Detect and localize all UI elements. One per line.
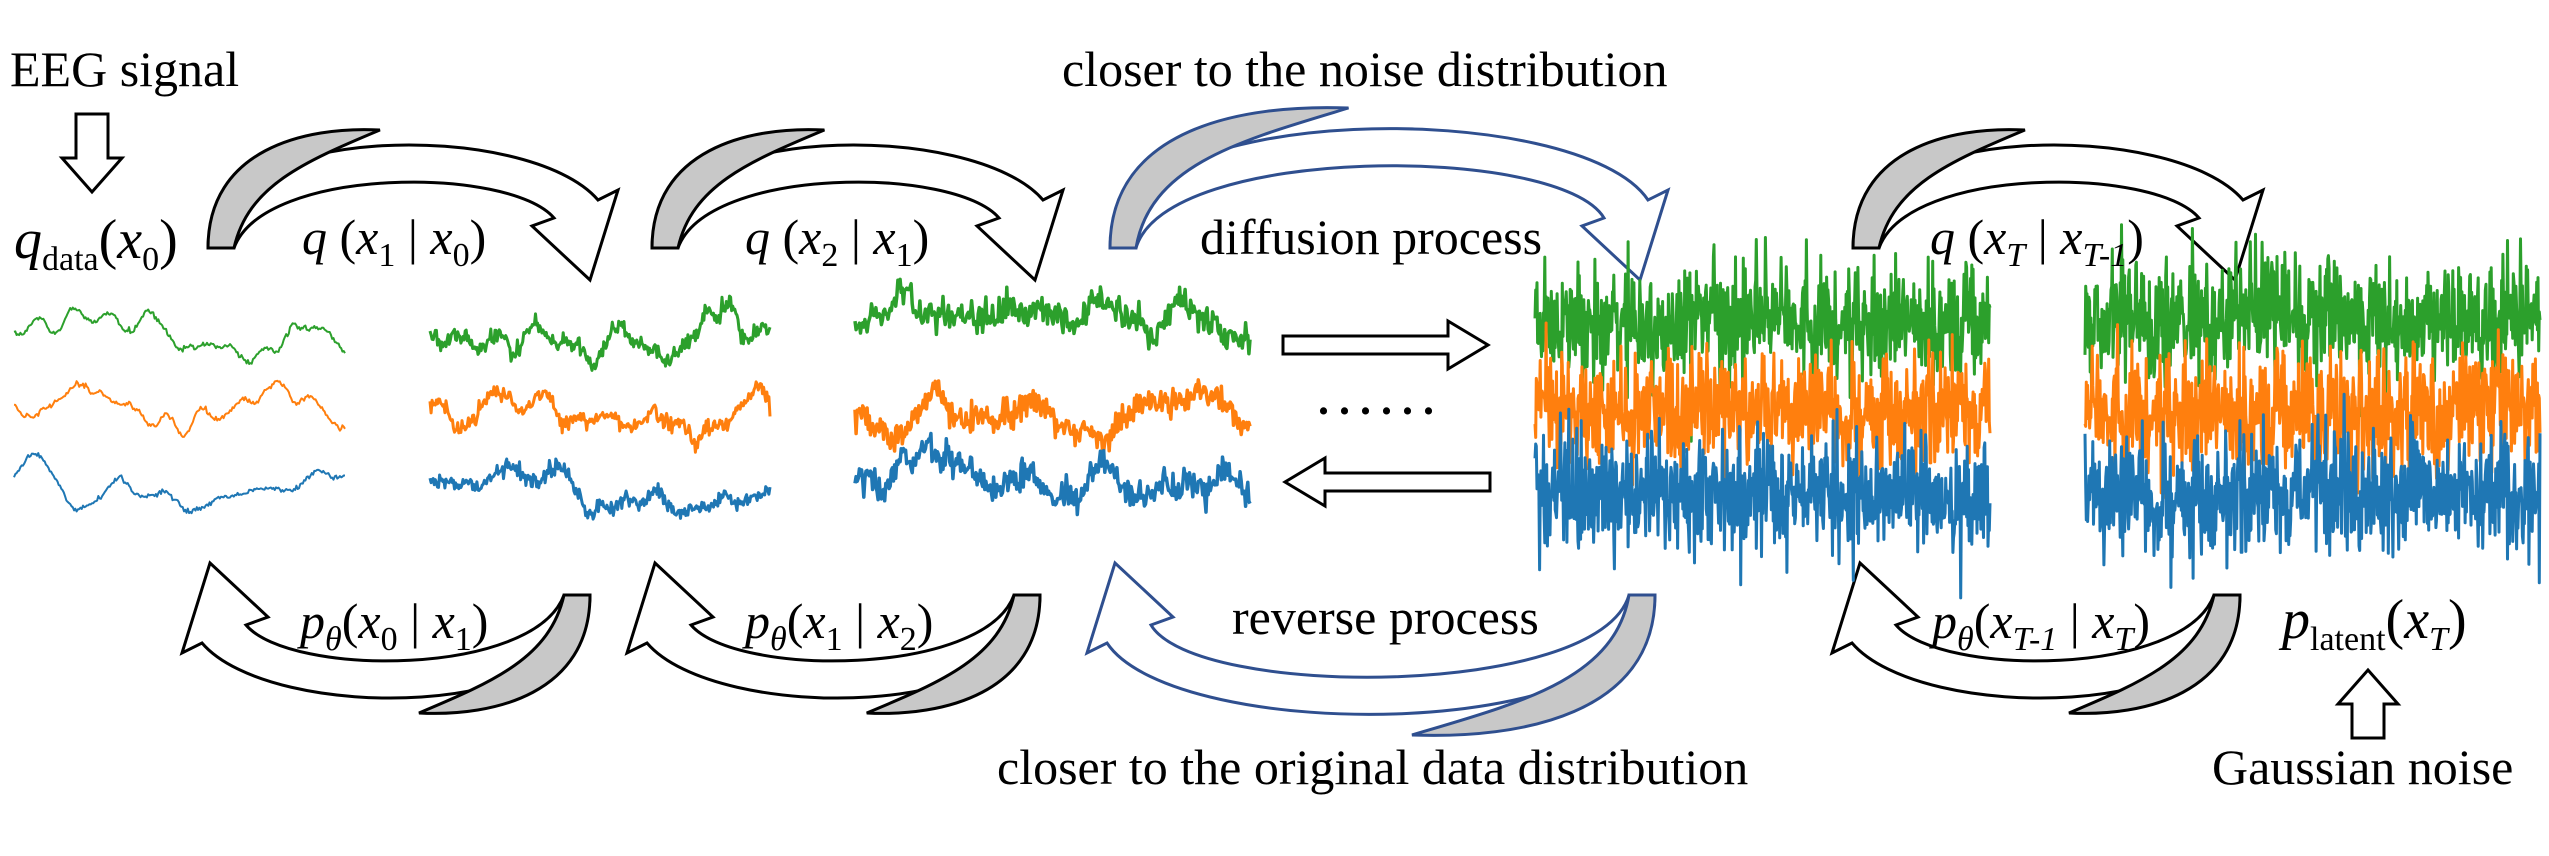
arc-pT-shade [2068,593,2242,715]
trace-panel-x1-series-1 [428,294,772,372]
arc-q2-shade [650,128,825,250]
forward-arrow [1281,318,1491,372]
q-x2-given-x1: q (x2 | x1) [745,209,930,274]
gaussian-noise-label: Gaussian noise [2212,739,2514,795]
p-latent-formula: platent(xT) [2282,589,2467,658]
arc-qT-shade [1851,128,2026,250]
arc-arrows [179,106,2266,737]
closer-noise-label: closer to the noise distribution [1062,41,1668,97]
trace-panel-x2-series-1 [853,277,1252,356]
q-xT-given-xT-1: q (xT | xT-1) [1930,209,2144,274]
trace-panel-x0-series-2 [13,379,346,438]
ellipsis-label: ...... [1318,375,1444,424]
trace-panel-x1-series-3 [428,457,772,521]
p-x0-given-x1: pθ(x0 | x1) [300,593,489,658]
noise-up-arrow [2334,667,2402,740]
trace-panel-xT-series-1 [2083,223,2542,418]
trace-panel-xT-1 [1533,236,1992,600]
trace-panel-x0 [13,306,346,515]
signal-traces [13,223,2542,600]
diffusion-process-label: diffusion process [1200,209,1543,265]
arc-p1-shade [866,593,1042,715]
p-xT-1-given-xT: pθ(xT-1 | xT) [1932,593,2151,658]
backward-arrow [1282,455,1492,509]
trace-panel-xT [2083,223,2542,589]
eeg-signal-label: EEG signal [10,41,240,97]
arc-diffusion-shade [1108,106,1349,250]
arc-reverse-shade [1411,593,1657,737]
closer-original-label: closer to the original data distribution [997,739,1749,795]
trace-panel-xT-1-series-1 [1533,236,1992,443]
trace-panel-x1 [428,294,772,521]
trace-panel-x0-series-1 [13,306,346,365]
q-x1-given-x0: q (x1 | x0) [302,209,487,274]
p-x1-given-x2: pθ(x1 | x2) [745,593,934,658]
trace-panel-xT-1-series-2 [1533,321,1992,499]
reverse-process-label: reverse process [1232,589,1539,645]
trace-panel-x2-series-2 [853,378,1252,454]
trace-panel-x1-series-2 [428,380,772,454]
trace-panel-x0-series-3 [13,452,345,515]
arc-p0-shade [418,593,592,715]
trace-panel-x2-series-3 [853,431,1252,517]
trace-panel-x2 [853,277,1252,517]
trace-panel-xT-1-series-3 [1533,407,1992,600]
trace-panel-xT-series-2 [2083,323,2542,500]
q-data-formula: qdata(x0) [14,209,178,278]
trace-panel-xT-series-3 [2083,392,2542,589]
eeg-down-arrow [58,112,126,195]
block-arrows [58,112,2402,740]
arc-q1-shade [206,128,381,250]
